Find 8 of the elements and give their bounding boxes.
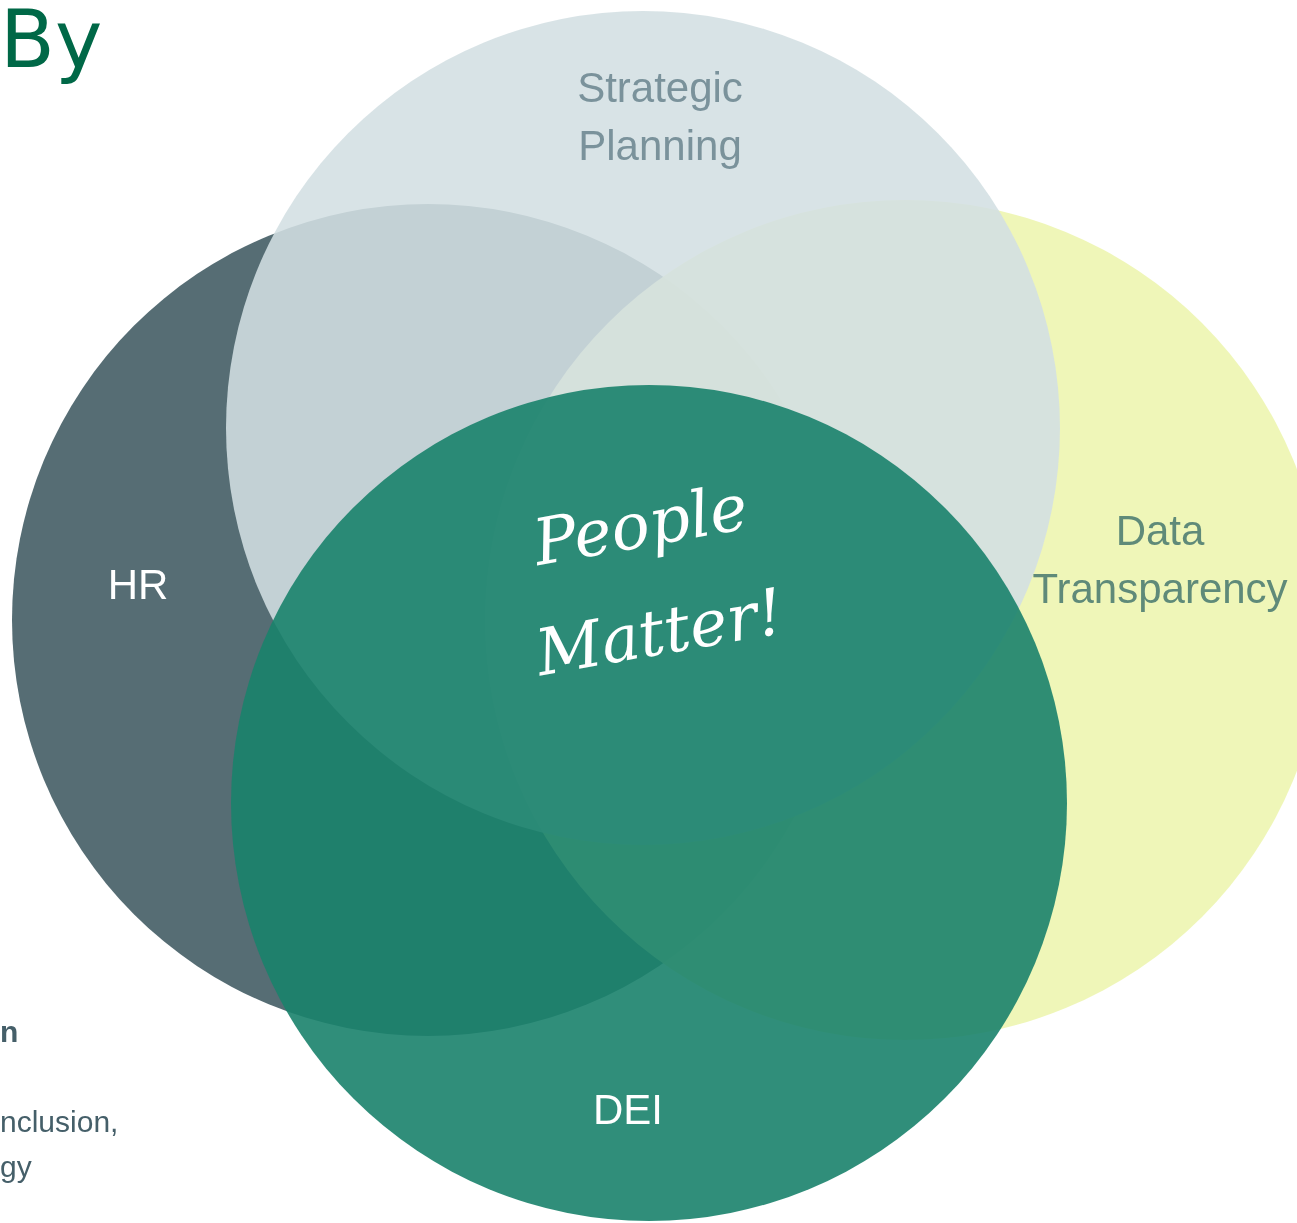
slogan: People Matter! — [526, 468, 790, 693]
circle-label: HR — [38, 556, 238, 614]
text-fragment: nclusion, — [0, 1105, 119, 1139]
circle-label: DEI — [528, 1081, 728, 1139]
text-fragment: gy — [0, 1150, 32, 1184]
circle-label: Strategic Planning — [510, 59, 810, 175]
circle-label: Data Transparency — [1025, 502, 1295, 618]
text-fragment: n — [0, 1015, 19, 1049]
